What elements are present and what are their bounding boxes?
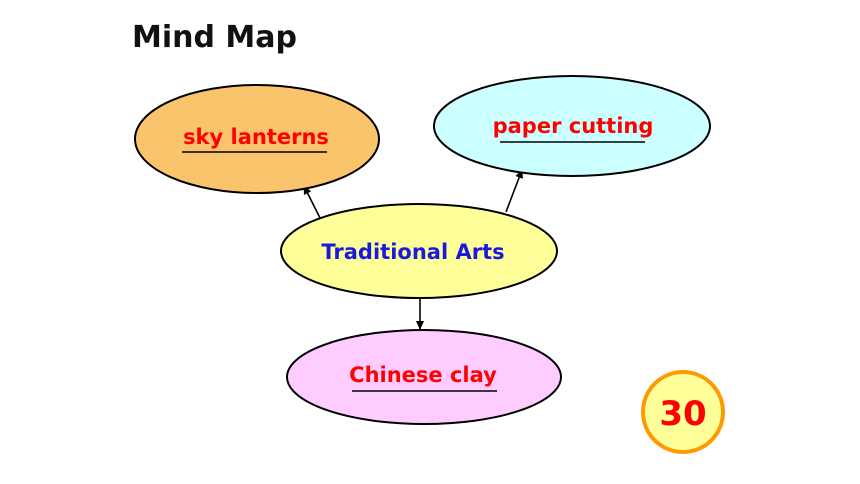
node-chinese-clay-shape: [286, 329, 562, 425]
node-chinese-clay-label: Chinese clay: [349, 363, 497, 387]
node-sky-lanterns: sky lanterns: [134, 84, 380, 194]
page-title: Mind Map: [132, 20, 297, 55]
page-number-badge: 30: [641, 370, 725, 454]
node-chinese-clay: Chinese clay: [286, 329, 562, 425]
node-sky-lanterns-shape: [134, 84, 380, 194]
node-paper-cutting-shape: [433, 75, 711, 177]
node-sky-lanterns-label: sky lanterns: [183, 125, 329, 149]
connector-to-paper-cutting: [505, 169, 523, 213]
page-number-badge-circle: [641, 370, 725, 454]
node-traditional-arts: Traditional Arts: [280, 203, 558, 299]
node-paper-cutting: paper cutting: [433, 75, 711, 177]
page-number-badge-label: 30: [659, 394, 706, 434]
connector-to-sky-lanterns: [303, 185, 321, 219]
node-paper-cutting-label: paper cutting: [493, 114, 654, 138]
node-traditional-arts-label: Traditional Arts: [321, 240, 504, 264]
node-traditional-arts-shape: [280, 203, 558, 299]
